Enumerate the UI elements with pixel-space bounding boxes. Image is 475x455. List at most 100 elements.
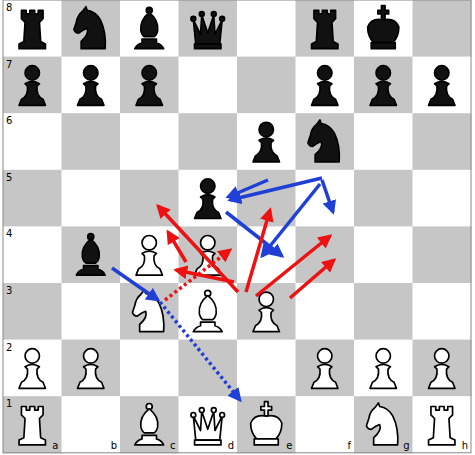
piece-part xyxy=(261,402,272,416)
blue-move-arrow xyxy=(322,180,333,212)
black-bishop-piece xyxy=(76,234,105,275)
white-knight-piece xyxy=(132,290,163,332)
piece-part xyxy=(366,403,397,445)
piece-part xyxy=(254,439,278,445)
rank-label: 7 xyxy=(6,59,12,70)
piece-part xyxy=(78,81,104,105)
piece-part xyxy=(135,39,164,49)
piece-part xyxy=(25,66,39,80)
dark-square xyxy=(120,396,179,453)
light-square xyxy=(3,226,62,283)
white-pawn-piece xyxy=(429,349,455,389)
black-pawn-piece xyxy=(78,66,104,106)
black-pawn-piece xyxy=(195,179,221,219)
piece-part xyxy=(84,349,98,363)
piece-part xyxy=(141,13,158,37)
piece-part xyxy=(195,44,221,49)
white-queen-piece xyxy=(191,408,225,445)
red-move-arrow xyxy=(290,260,334,298)
white-bishop-piece xyxy=(193,290,222,331)
dark-square xyxy=(237,57,296,114)
black-pawn-piece xyxy=(253,122,279,162)
piece-part xyxy=(19,81,45,105)
red-move-arrow xyxy=(176,270,234,282)
rank-label: 4 xyxy=(6,228,12,239)
piece-part xyxy=(78,364,104,388)
piece-part xyxy=(429,364,455,388)
light-square xyxy=(354,226,413,283)
light-square xyxy=(296,170,355,227)
rank-label: 5 xyxy=(6,172,12,183)
red-move-arrow xyxy=(256,236,330,296)
light-square xyxy=(3,0,62,57)
piece-part xyxy=(376,349,390,363)
piece-part xyxy=(376,66,390,80)
white-rook-piece xyxy=(19,407,45,445)
piece-part xyxy=(251,416,282,439)
dark-square xyxy=(62,0,121,57)
light-square xyxy=(296,57,355,114)
piece-part xyxy=(136,81,162,105)
piece-part xyxy=(220,413,225,418)
rank-label: 1 xyxy=(6,398,12,409)
light-square xyxy=(296,283,355,340)
light-square xyxy=(354,340,413,397)
dark-square xyxy=(296,340,355,397)
dark-square xyxy=(296,113,355,170)
white-pawn-piece xyxy=(312,349,338,389)
light-square xyxy=(179,57,238,114)
black-queen-piece xyxy=(191,12,225,49)
piece-part xyxy=(253,308,279,332)
file-label: c xyxy=(170,440,176,451)
light-square xyxy=(62,283,121,340)
blue-move-arrow xyxy=(262,184,320,256)
black-pawn-piece xyxy=(19,66,45,106)
piece-part xyxy=(199,296,216,320)
light-square xyxy=(179,396,238,453)
white-pawn-piece xyxy=(136,236,162,276)
light-square xyxy=(413,283,472,340)
piece-part xyxy=(135,435,164,445)
light-square xyxy=(120,0,179,57)
light-square xyxy=(237,226,296,283)
dark-square xyxy=(3,170,62,227)
piece-part xyxy=(142,66,156,80)
piece-part xyxy=(259,292,273,306)
piece-part xyxy=(370,364,396,388)
rank-label: 8 xyxy=(6,2,12,13)
red-move-arrow xyxy=(158,206,238,292)
piece-part xyxy=(308,120,339,162)
piece-part xyxy=(429,81,455,105)
piece-part xyxy=(84,66,98,80)
piece-part xyxy=(312,10,338,48)
dark-square xyxy=(179,0,238,57)
piece-part xyxy=(195,440,221,445)
dark-square xyxy=(413,340,472,397)
dark-square xyxy=(62,226,121,283)
black-bishop-piece xyxy=(135,7,164,48)
piece-part xyxy=(132,290,163,332)
black-knight-piece xyxy=(74,7,105,49)
file-label: b xyxy=(111,440,117,451)
file-label: f xyxy=(347,440,351,451)
piece-part xyxy=(136,251,162,275)
piece-part xyxy=(195,195,221,219)
piece-part xyxy=(76,266,105,276)
dark-square xyxy=(62,340,121,397)
black-pawn-piece xyxy=(312,66,338,106)
light-square xyxy=(237,0,296,57)
board-border xyxy=(3,0,471,453)
black-pawn-piece xyxy=(136,66,162,106)
piece-part xyxy=(435,349,449,363)
blue-move-arrow xyxy=(160,302,240,400)
black-rook-piece xyxy=(19,10,45,48)
piece-part xyxy=(429,407,455,445)
light-square xyxy=(3,340,62,397)
piece-part xyxy=(378,6,389,20)
piece-part xyxy=(312,364,338,388)
dark-square xyxy=(296,0,355,57)
piece-part xyxy=(211,12,216,17)
piece-part xyxy=(25,349,39,363)
file-label: h xyxy=(462,440,468,451)
